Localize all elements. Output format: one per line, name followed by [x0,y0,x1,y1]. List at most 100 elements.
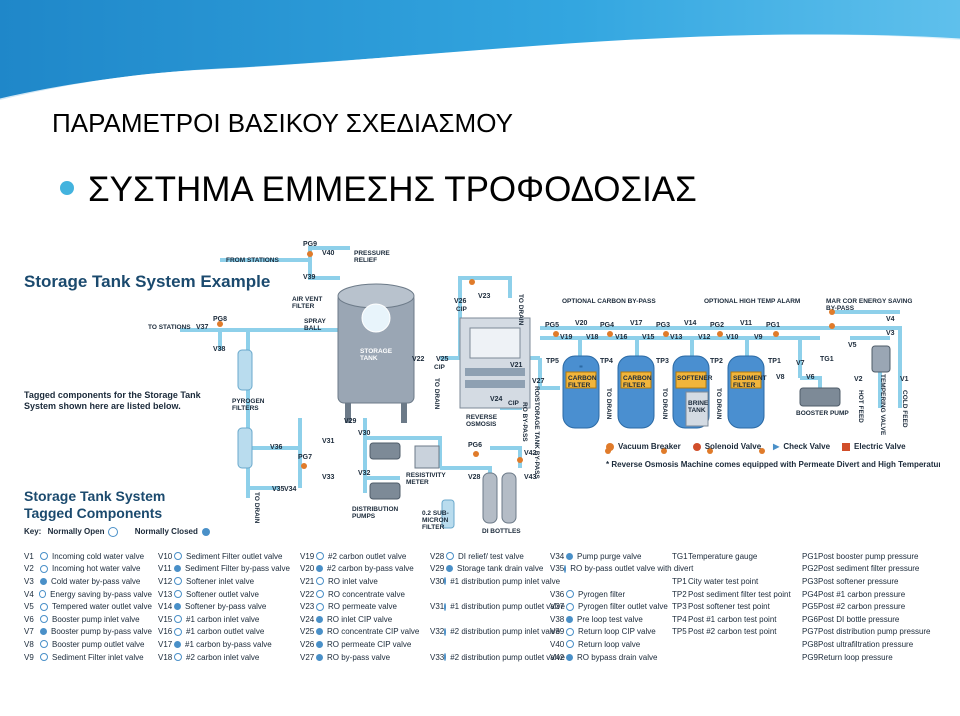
electric-valve-icon [842,443,850,451]
ro-note: * Reverse Osmosis Machine comes equipped… [606,460,940,469]
legend-item: V18#2 carbon inlet valve [158,651,294,664]
tag-pg1: PG1 [766,322,780,329]
tag-v39: V39 [303,274,315,281]
tag-v12: V12 [698,334,710,341]
valve-state-icon [174,628,182,636]
tagged-note: Tagged components for the Storage Tank S… [24,390,214,412]
legend-description: Post distribution pump pressure [818,627,931,636]
legend-item: V26 RO permeate CIP valve [300,638,424,651]
label-carbon-filter-1: CARBON FILTER [568,375,596,389]
legend-description: Incoming cold water valve [52,552,144,561]
tag-v40: V40 [322,250,334,257]
legend-item: V11Sediment Filter by-pass valve [158,563,294,576]
legend-description: #2 distribution pump outlet valve [450,653,565,662]
tag-pg9: PG9 [303,241,317,248]
open-state-icon [108,527,118,537]
legend-code: V26 [300,640,316,649]
label-to-stations: TO STATIONS [148,324,191,331]
legend-code: V38 [550,615,566,624]
solenoid-valve-label: Solenoid Valve [705,442,761,451]
legend-item: V8Booster pump outlet valve [24,638,152,651]
tag-v36: V36 [270,444,282,451]
tag-tg1: TG1 [820,356,834,363]
valve-state-icon [316,641,323,648]
tag-v5: V5 [848,342,857,349]
legend-item: TP1City water test point [672,575,802,588]
legend-code: V21 [300,577,316,586]
valve-state-icon [566,590,574,598]
legend-item [430,638,548,651]
legend-description: Sediment Filter by-pass valve [185,564,290,573]
diagram-panel: Storage Tank System Example Tagged compo… [20,238,940,668]
legend-description: RO permeate CIP valve [327,640,411,649]
legend-description: Post sediment filter pressure [818,564,919,573]
legend-description: Pyrogen filter outlet valve [578,602,668,611]
label-brine-tank: BRINE TANK [688,400,708,414]
legend-code: V7 [24,627,40,636]
legend-description: RO by-pass valve [327,653,390,662]
valve-state-icon [566,603,574,611]
legend-description: #1 carbon by-pass valve [185,640,272,649]
valve-state-key: Key: Normally Open Normally Closed [24,527,214,537]
legend-description: Pump purge valve [577,552,641,561]
tagged-title-1: Storage Tank System [24,488,260,505]
label-air-vent-filter: AIR VENT FILTER [292,296,326,310]
distribution-pumps [370,443,400,499]
legend-description: Energy saving by-pass valve [50,590,152,599]
tag-v23: V23 [478,293,490,300]
valve-state-icon [566,654,573,661]
legend-item: V12Softener inlet valve [158,575,294,588]
valve-state-icon [40,640,48,648]
legend-code: V34 [550,552,566,561]
valve-state-icon [316,603,324,611]
legend-code: V4 [24,590,39,599]
tempering-valve-body [872,346,890,372]
symbol-key: Vacuum Breaker Solenoid Valve ▶Check Val… [606,442,906,451]
legend-item: V3Cold water by-pass valve [24,575,152,588]
label-cold-feed: COLD FEED [901,390,908,428]
legend-item: V31#1 distribution pump outlet valve [430,600,548,613]
legend-item: PG1Post booster pump pressure [802,550,940,563]
legend-code: PG3 [802,577,818,586]
label-reverse-osmosis: REVERSE OSMOSIS [466,414,506,428]
legend-item: TP4Post #1 carbon test point [672,613,802,626]
tag-v24: V24 [490,396,502,403]
valve-state-icon [444,577,446,585]
tag-v32: V32 [358,470,370,477]
legend-item: TG1Temperature gauge [672,550,802,563]
legend-item [430,613,548,626]
legend-code: V6 [24,615,40,624]
legend-description: RO concentrate valve [328,590,405,599]
legend-code: V2 [24,564,40,573]
slide-title: ΠΑΡΑΜΕΤΡΟΙ ΒΑΣΙΚΟΥ ΣΧΕΔΙΑΣΜΟΥ [52,108,513,139]
label-spray-ball: SPRAY BALL [304,318,328,332]
bullet-dot-icon [60,181,74,195]
key-open-label: Normally Open [48,527,105,536]
valve-state-icon [444,603,446,611]
legend-description: Temperature gauge [688,552,757,561]
legend-item: V4 Energy saving by-pass valve [24,588,152,601]
legend-code: V19 [300,552,316,561]
valve-state-icon [174,590,182,598]
legend-description: RO permeate valve [328,602,397,611]
label-distribution-pumps: DISTRIBUTION PUMPS [352,506,392,520]
tag-v17: V17 [630,320,642,327]
tag-v29: V29 [344,418,356,425]
legend-item: V15#1 carbon inlet valve [158,613,294,626]
label-sediment-filter: SEDIMENT FILTER [733,375,761,389]
valve-state-icon [316,628,323,635]
legend-col-7: PG1Post booster pump pressurePG2Post sed… [802,550,940,663]
vacuum-breaker-label: Vacuum Breaker [618,442,681,451]
tag-v42: V42 [524,450,536,457]
valve-state-icon [174,615,182,623]
tag-v7: V7 [796,360,805,367]
legend-code: V3 [24,577,40,586]
solenoid-valve-icon [693,443,701,451]
legend-description: Return loop valve [578,640,640,649]
di-bottles [483,473,516,523]
